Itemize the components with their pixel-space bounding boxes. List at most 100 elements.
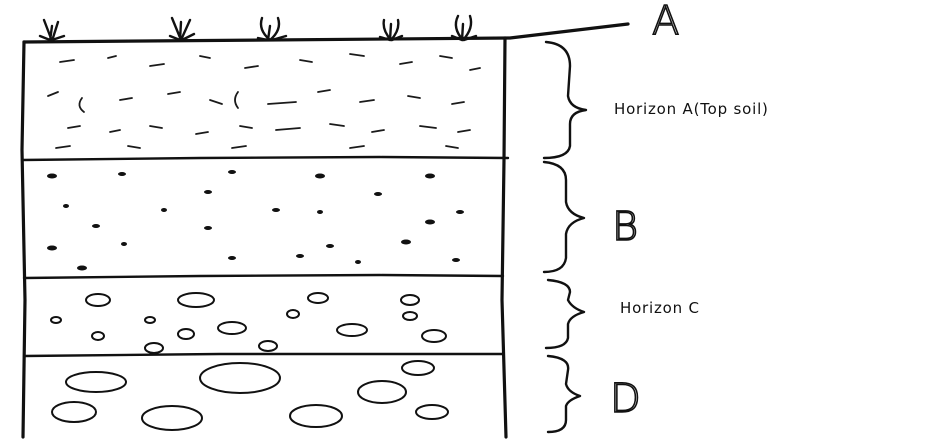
pebble (178, 329, 194, 339)
boundary-a-b (22, 157, 508, 160)
soil-speck (47, 246, 57, 251)
soil-speck (326, 244, 334, 248)
horizon-b-texture (47, 170, 464, 271)
soil-fleck (452, 102, 464, 104)
soil-fleck (408, 96, 420, 98)
soil-fleck (300, 60, 312, 62)
label-d: D (610, 376, 641, 422)
horizon-c-texture (51, 293, 446, 353)
soil-fleck (235, 92, 238, 108)
horizon-d-brace (548, 356, 580, 432)
boundary-b-c (24, 275, 503, 278)
soil-fleck (110, 130, 120, 132)
soil-fleck (150, 126, 162, 128)
stone (66, 372, 126, 392)
ground-surface-line (24, 24, 628, 42)
soil-fleck (458, 130, 470, 132)
soil-fleck (200, 56, 210, 58)
pebble (92, 332, 104, 340)
soil-column-right-wall (502, 38, 506, 437)
pebble (218, 322, 246, 334)
soil-fleck (350, 146, 364, 148)
soil-fleck (470, 68, 480, 70)
label-a: A (652, 0, 679, 44)
pebble (259, 341, 277, 351)
soil-fleck (360, 100, 374, 102)
soil-column-left-wall (22, 42, 25, 437)
plant-icon (40, 20, 64, 41)
soil-speck (161, 208, 167, 212)
horizon-a-brace (544, 42, 586, 158)
pebble (337, 324, 367, 336)
pebble (403, 312, 417, 320)
horizon-a-texture (48, 54, 480, 148)
stone (358, 381, 406, 403)
soil-fleck (276, 128, 300, 130)
soil-speck (63, 204, 69, 208)
soil-fleck (232, 146, 246, 148)
soil-fleck (79, 98, 84, 112)
pebble (86, 294, 110, 306)
plant-icon (452, 16, 476, 40)
soil-speck (452, 258, 460, 262)
soil-fleck (128, 146, 140, 148)
pebble (422, 330, 446, 342)
soil-fleck (60, 60, 74, 62)
soil-fleck (196, 132, 208, 134)
soil-fleck (446, 146, 458, 148)
stone (290, 405, 342, 427)
soil-speck (317, 210, 323, 214)
pebble (178, 293, 214, 307)
soil-fleck (318, 90, 330, 92)
soil-fleck (210, 100, 222, 104)
boundary-c-d (24, 354, 503, 356)
stone (402, 361, 434, 375)
soil-speck (296, 254, 304, 258)
horizon-d-texture (52, 361, 448, 430)
soil-speck (315, 174, 325, 179)
pebble (145, 317, 155, 323)
soil-fleck (420, 126, 436, 128)
soil-speck (92, 224, 100, 228)
plant-icon (380, 20, 402, 40)
soil-speck (228, 170, 236, 174)
soil-speck (272, 208, 280, 212)
pebble (401, 295, 419, 305)
pebble (287, 310, 299, 318)
soil-speck (204, 226, 212, 230)
label-horizon-a: Horizon A(Top soil) (614, 100, 769, 118)
label-horizon-c: Horizon C (620, 299, 700, 317)
soil-fleck (268, 102, 296, 104)
soil-speck (121, 242, 127, 246)
soil-fleck (372, 130, 384, 132)
plant-icon (258, 18, 286, 40)
stone (416, 405, 448, 419)
stone (200, 363, 280, 393)
soil-speck (204, 190, 212, 194)
soil-speck (374, 192, 382, 196)
soil-speck (401, 240, 411, 245)
soil-speck (228, 256, 236, 260)
soil-speck (425, 220, 435, 225)
label-b: B (612, 204, 638, 250)
soil-fleck (168, 92, 180, 94)
stone (142, 406, 202, 430)
soil-fleck (56, 146, 70, 148)
horizon-b-brace (544, 162, 584, 272)
soil-fleck (245, 66, 258, 68)
soil-speck (118, 172, 126, 176)
soil-speck (425, 174, 435, 179)
soil-fleck (68, 126, 80, 128)
soil-fleck (400, 62, 412, 64)
soil-speck (456, 210, 464, 214)
stone (52, 402, 96, 422)
soil-fleck (240, 126, 252, 128)
soil-speck (77, 266, 87, 271)
pebble (308, 293, 328, 303)
soil-fleck (330, 124, 344, 126)
horizon-c-brace (546, 280, 584, 348)
soil-fleck (350, 54, 364, 56)
soil-speck (355, 260, 361, 264)
pebble (145, 343, 163, 353)
